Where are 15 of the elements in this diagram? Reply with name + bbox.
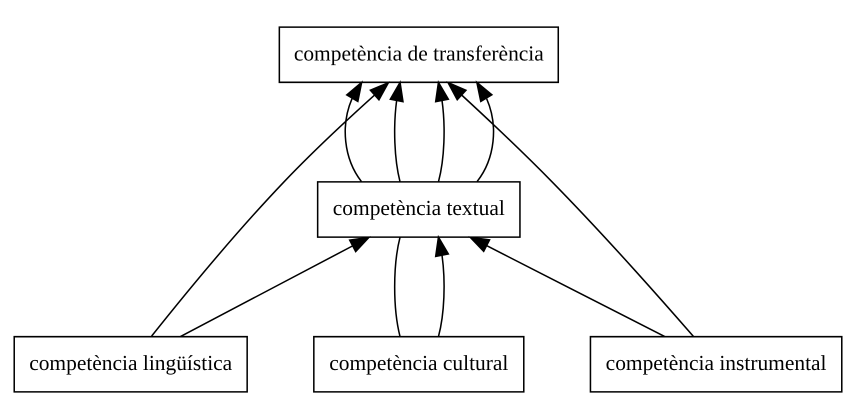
arrow [468, 236, 666, 338]
arrow [389, 80, 404, 182]
arrow [344, 80, 363, 182]
arrow [434, 80, 450, 182]
node-box: competència textual [316, 181, 521, 238]
arrow [434, 234, 450, 336]
node-box: competència cultural [313, 336, 525, 393]
arrow [446, 81, 694, 337]
arrow [151, 81, 390, 337]
arrow [476, 80, 494, 182]
connector [394, 237, 401, 336]
arrow [180, 236, 371, 338]
node-box: competència de transferència [278, 26, 560, 84]
node-box: competència instrumental [590, 336, 843, 393]
node-box: competència lingüística [13, 336, 248, 393]
